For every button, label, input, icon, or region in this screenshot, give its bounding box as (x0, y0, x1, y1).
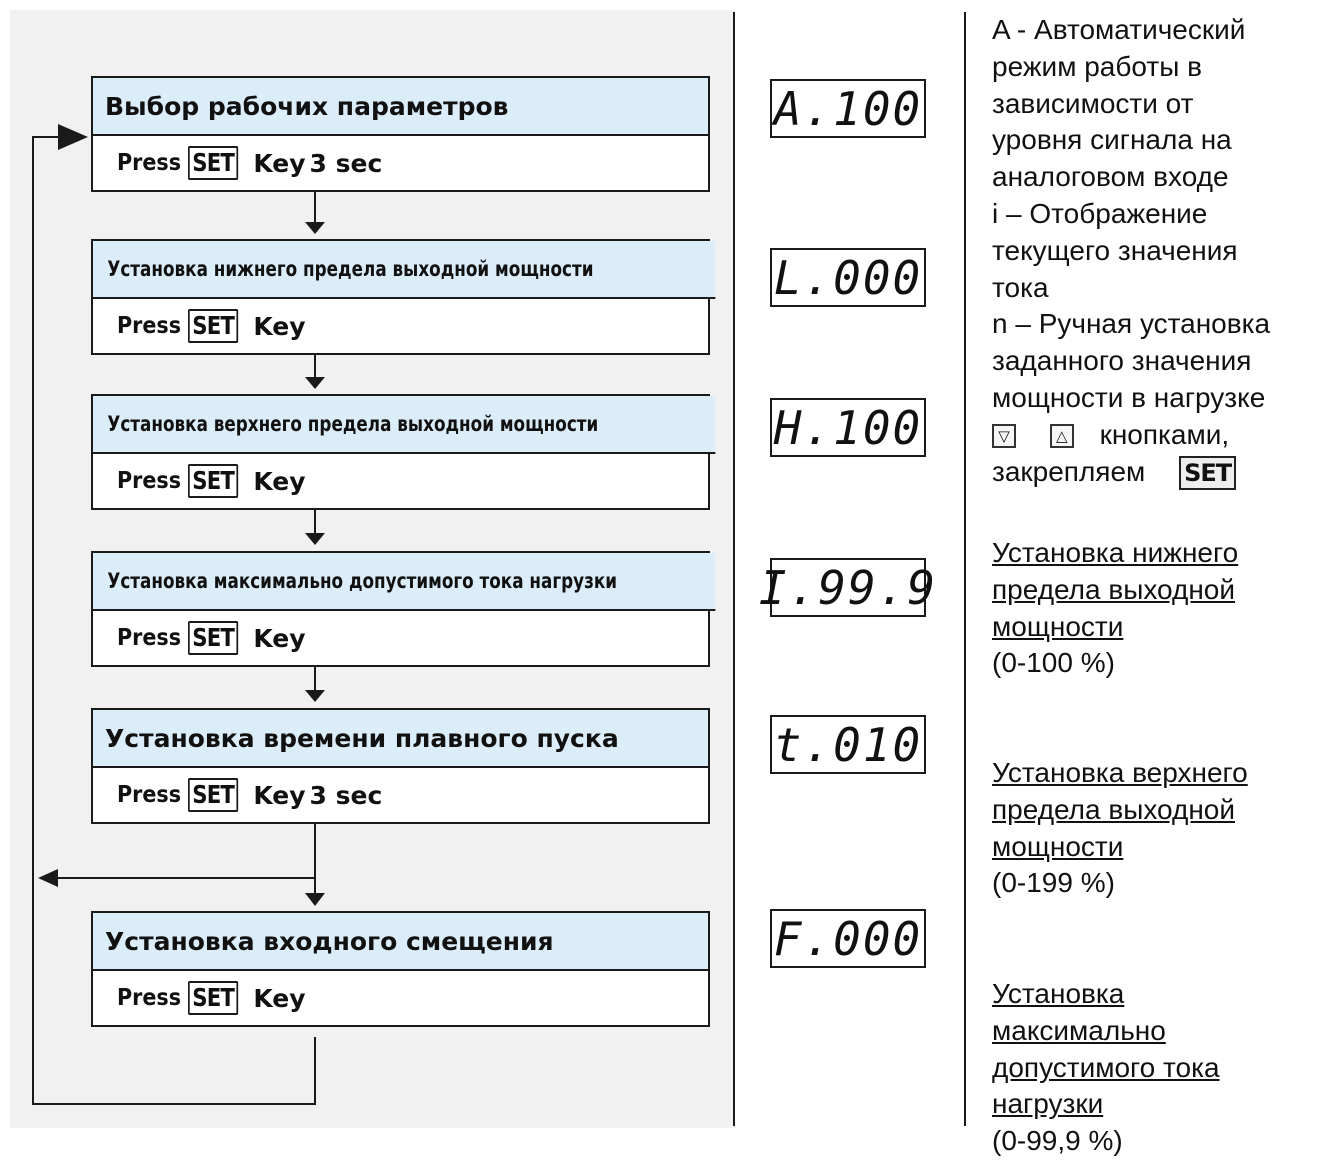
set-key-icon: SET (188, 981, 239, 1015)
set-key-icon: SET (188, 309, 239, 343)
step-title: Выбор рабочих параметров (93, 78, 708, 136)
step-title: Установка времени плавного пуска (93, 710, 708, 768)
step-high-limit: Установка верхнего предела выходной мощн… (91, 394, 716, 510)
arrow-left-icon (38, 869, 58, 887)
lcd-display-low-limit: L.000 (770, 248, 926, 307)
step-low-limit: Установка нижнего предела выходной мощно… (91, 239, 716, 355)
set-key-icon: SET (188, 778, 239, 812)
arrow-down-icon (305, 377, 325, 389)
step-title: Установка максимально допустимого тока н… (93, 553, 716, 611)
step-soft-start: Установка времени плавного пуска Press S… (91, 708, 710, 824)
lcd-display-max-current: I.99.9 (759, 558, 935, 617)
high-limit-note: Установка верхнего предела выходной мощн… (992, 757, 1248, 899)
lcd-display-high-limit: H.100 (770, 398, 926, 457)
loop-back-line (32, 136, 316, 1105)
set-key-icon: SET (1179, 456, 1237, 491)
fix-line: закрепляем SET (992, 454, 1270, 491)
step-instruction: Press SET Key (93, 454, 708, 508)
arrow-down-icon (305, 222, 325, 234)
step-title: Установка входного смещения (93, 913, 708, 971)
buttons-line: ▽ △ кнопками, (992, 417, 1270, 454)
arrow-down-icon (305, 533, 325, 545)
triangle-up-icon: △ (1049, 424, 1074, 449)
low-limit-note: Установка нижнего предела выходной мощно… (992, 537, 1239, 679)
max-current-note: Установка максимально допустимого тока н… (992, 978, 1220, 1157)
set-key-icon: SET (188, 464, 239, 498)
mode-description: A - Автоматический режим работы в зависи… (992, 12, 1270, 491)
step-input-offset: Установка входного смещения Press SET Ke… (91, 911, 710, 1027)
step-title: Установка нижнего предела выходной мощно… (93, 241, 716, 299)
step-instruction: Press SET Key (93, 971, 708, 1025)
lcd-display-soft-start: t.010 (770, 715, 926, 774)
set-key-icon: SET (188, 146, 239, 180)
step-select-params: Выбор рабочих параметров Press SET Key 3… (91, 76, 710, 192)
triangle-down-icon: ▽ (992, 424, 1016, 449)
set-key-icon: SET (188, 621, 239, 655)
step-instruction: Press SET Key 3 sec (93, 136, 708, 190)
arrow-down-icon (305, 893, 325, 906)
step-instruction: Press SET Key (93, 611, 708, 665)
step-instruction: Press SET Key 3 sec (93, 768, 708, 822)
lcd-display-input-offset: F.000 (770, 909, 926, 968)
step-max-current: Установка максимально допустимого тока н… (91, 551, 716, 667)
arrow-right-icon (58, 124, 88, 150)
lcd-display-mode: A.100 (770, 79, 926, 138)
arrow-down-icon (305, 690, 325, 702)
step-title: Установка верхнего предела выходной мощн… (93, 396, 716, 454)
step-instruction: Press SET Key (93, 299, 708, 353)
